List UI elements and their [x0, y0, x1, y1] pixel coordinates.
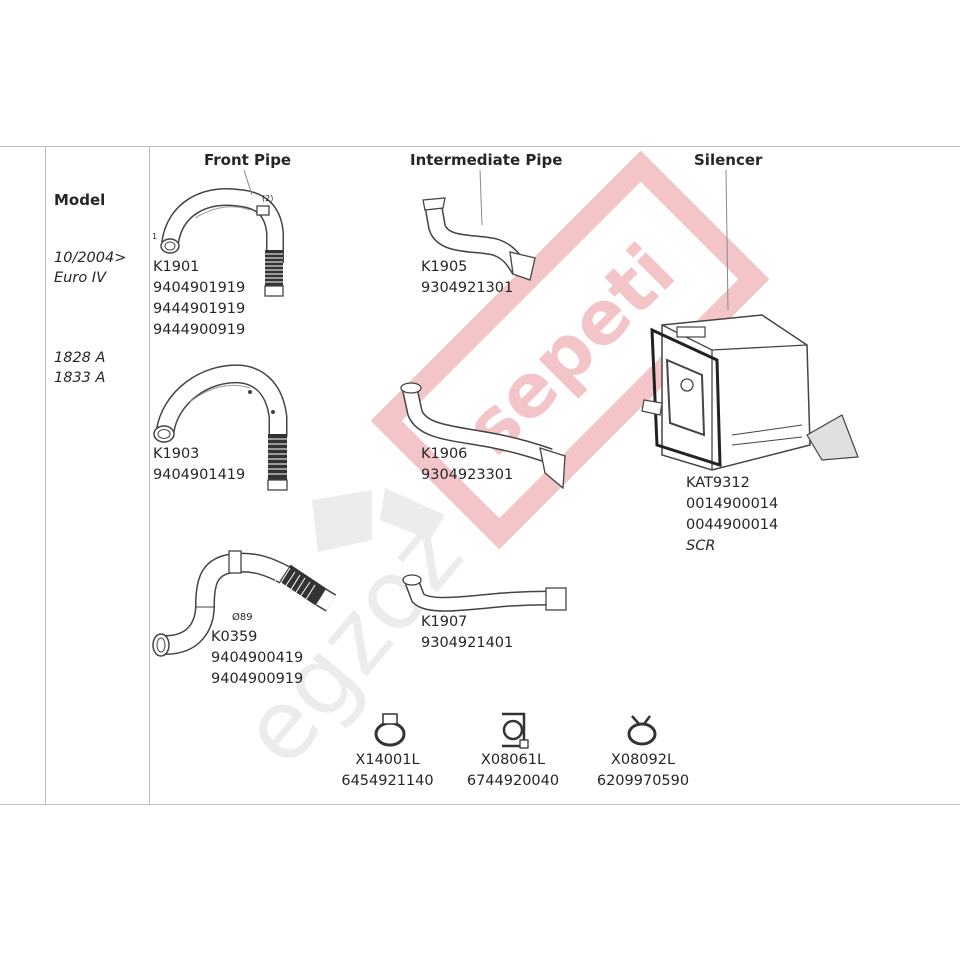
intermediate-pipe-k1906-drawing: [400, 382, 566, 490]
k1901-oem-2: 9444901919: [153, 301, 246, 317]
x08092l-code: X08092L: [610, 752, 676, 768]
front-pipe-k1901-drawing: [160, 188, 284, 297]
k0359-label: K0359 9404900419 9404900919: [211, 627, 303, 690]
table-top-border: [0, 146, 960, 147]
k1906-code: K1906: [421, 446, 468, 462]
k1903-code: K1903: [153, 446, 200, 462]
model-emission: Euro IV: [54, 270, 106, 286]
clamp-x08061l-drawing: [502, 712, 529, 749]
x14001l-oem-1: 6454921140: [341, 773, 434, 789]
k1907-oem-1: 9304921401: [421, 635, 514, 651]
intermediate-pipe-k1905-drawing: [422, 197, 536, 281]
k1906-label: K1906 9304923301: [421, 444, 513, 486]
k1906-oem-1: 9304923301: [421, 467, 514, 483]
k1907-label: K1907 9304921401: [421, 612, 513, 654]
header-intermediate-pipe: Intermediate Pipe: [410, 151, 563, 169]
header-front-pipe: Front Pipe: [204, 151, 292, 169]
k0359-diameter: Ø89: [232, 612, 253, 623]
model-variant-1833: 1833 A: [54, 370, 106, 386]
k1901-oem-3: 9444900919: [153, 322, 246, 338]
kat9312-note: SCR: [686, 538, 716, 554]
x08061l-oem-1: 6744920040: [466, 773, 560, 789]
header-model: Model: [54, 191, 106, 209]
k0359-oem-1: 9404900419: [211, 650, 304, 666]
kat9312-oem-2: 0044900014: [686, 517, 779, 533]
k1901-code: K1901: [153, 259, 200, 275]
model-column-divider: [149, 146, 150, 805]
table-bottom-border: [0, 804, 960, 805]
kat9312-label: KAT9312 0014900014 0044900014 SCR: [686, 473, 778, 557]
header-silencer: Silencer: [694, 151, 763, 169]
clamp-x14001l-drawing: [374, 713, 406, 747]
front-pipe-k1903-drawing: [153, 364, 288, 491]
kat9312-code: KAT9312: [686, 475, 750, 491]
k1907-code: K1907: [421, 614, 468, 630]
model-variant-1828: 1828 A: [54, 350, 106, 366]
k1901-oem-1: 9404901919: [153, 280, 246, 296]
k1901-callout-1: 1: [152, 232, 158, 241]
k1903-label: K1903 9404901419: [153, 444, 245, 486]
k1901-callout-2: (2): [262, 194, 274, 203]
k1905-label: K1905 9304921301: [421, 257, 513, 299]
k1905-code: K1905: [421, 259, 468, 275]
x14001l-label: X14001L 6454921140: [335, 750, 440, 792]
model-date: 10/2004>: [54, 250, 127, 266]
k0359-oem-2: 9404900919: [211, 671, 304, 687]
clamp-x08092l-drawing: [627, 715, 657, 746]
k1903-oem-1: 9404901419: [153, 467, 246, 483]
intermediate-pipe-k1907-drawing: [402, 574, 567, 612]
x08061l-label: X08061L 6744920040: [458, 750, 568, 792]
x14001l-code: X14001L: [355, 752, 420, 768]
kat9312-oem-1: 0014900014: [686, 496, 779, 512]
x08092l-label: X08092L 6209970590: [588, 750, 698, 792]
x08061l-code: X08061L: [480, 752, 546, 768]
front-pipe-k0359-drawing: [152, 550, 337, 657]
k1905-oem-1: 9304921301: [421, 280, 514, 296]
table-left-border: [45, 146, 46, 805]
x08092l-oem-1: 6209970590: [596, 773, 690, 789]
k1901-label: K1901 9404901919 9444901919 9444900919: [153, 257, 245, 341]
k0359-code: K0359: [211, 629, 258, 645]
silencer-kat9312-drawing: [641, 314, 859, 471]
